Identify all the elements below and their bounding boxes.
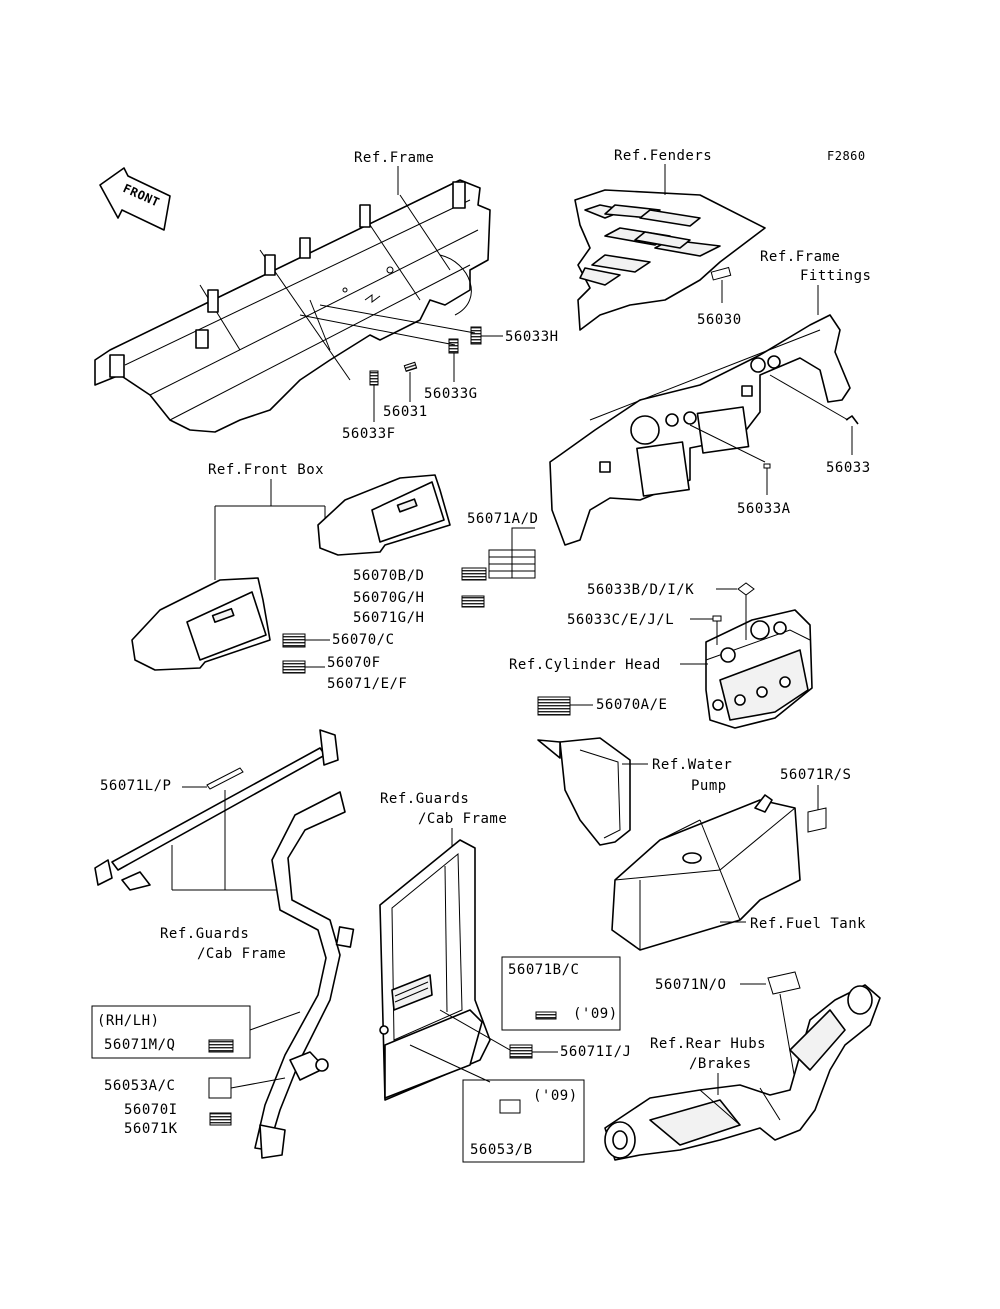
decal-56030 <box>710 266 732 281</box>
frame-assembly <box>94 179 491 433</box>
part-56070C: 56070/C <box>332 632 395 648</box>
part-56033F: 56033F <box>342 426 396 442</box>
ref-fuel-tank-label: Ref.Fuel Tank <box>750 916 866 932</box>
cab-frame-door <box>379 839 491 1101</box>
part-56071AD: 56071A/D <box>467 511 538 527</box>
ref-rear-hubs-label-1: Ref.Rear Hubs <box>650 1036 766 1052</box>
year-09-b: ('09) <box>533 1088 578 1104</box>
part-56071LP: 56071L/P <box>100 778 171 794</box>
rh-lh-box <box>91 1005 251 1059</box>
decal-56033CEJL <box>712 615 722 622</box>
part-56053AC: 56053A/C <box>104 1078 175 1094</box>
decal-56070AE <box>537 696 571 716</box>
decal-56071NO <box>767 971 801 995</box>
decal-56070F <box>282 660 306 674</box>
part-56030: 56030 <box>697 312 742 328</box>
part-56070F: 56070F <box>327 655 381 671</box>
box-56071BC <box>501 956 621 1031</box>
ref-water-pump-label-1: Ref.Water <box>652 757 732 773</box>
water-pump-guard <box>537 737 631 846</box>
part-56071MQ: 56071M/Q <box>104 1037 175 1053</box>
ref-frame-fittings-label-2: Fittings <box>800 268 871 284</box>
decal-56033F <box>369 370 379 386</box>
ref-frame-fittings-label-1: Ref.Frame <box>760 249 840 265</box>
ref-cylinder-head-label: Ref.Cylinder Head <box>509 657 661 673</box>
fuel-tank <box>611 794 801 951</box>
decal-56033-bracket <box>845 415 859 425</box>
front-arrow-icon: FRONT <box>99 167 171 231</box>
decal-56033A <box>763 463 771 469</box>
part-56071GH: 56071G/H <box>353 610 424 626</box>
ref-front-box-label: Ref.Front Box <box>208 462 324 478</box>
ref-rear-hubs-label-2: /Brakes <box>689 1056 752 1072</box>
ref-guards-mid-label-2: /Cab Frame <box>418 811 507 827</box>
part-56031: 56031 <box>383 404 428 420</box>
figure-code: F2860 <box>827 149 866 163</box>
rear-axle-assembly <box>604 984 881 1161</box>
ref-frame-label: Ref.Frame <box>354 150 434 166</box>
part-56033CEJL: 56033C/E/J/L <box>567 612 674 628</box>
front-box-lower <box>131 577 271 671</box>
part-56033H: 56033H <box>505 329 559 345</box>
decal-56033BDIK <box>737 582 755 596</box>
part-56070I: 56070I <box>124 1102 178 1118</box>
fender-panel <box>574 189 766 331</box>
front-box-upper <box>317 474 451 556</box>
decal-56033G <box>448 338 459 354</box>
ref-fenders-label: Ref.Fenders <box>614 148 712 164</box>
part-56071BC: 56071B/C <box>508 962 579 978</box>
decal-56070C <box>282 633 306 648</box>
decal-56070I <box>209 1112 232 1126</box>
part-56053B: 56053/B <box>470 1142 533 1158</box>
part-56033BDIK: 56033B/D/I/K <box>587 582 694 598</box>
cylinder-head <box>705 609 813 729</box>
part-56070BD: 56070B/D <box>353 568 424 584</box>
part-56033: 56033 <box>826 460 871 476</box>
decal-56070BD <box>461 567 487 581</box>
decal-56053AC <box>208 1077 232 1099</box>
part-56033A: 56033A <box>737 501 791 517</box>
decal-56031 <box>403 361 418 373</box>
part-56071IJ: 56071I/J <box>560 1044 631 1060</box>
decal-56033H <box>470 326 482 345</box>
ref-guards-left-label-2: /Cab Frame <box>197 946 286 962</box>
part-56071NO: 56071N/O <box>655 977 726 993</box>
guard-bar <box>94 729 339 891</box>
guard-tube <box>254 791 355 1159</box>
ref-water-pump-label-2: Pump <box>691 778 727 794</box>
year-09-a: ('09) <box>573 1006 618 1022</box>
box-56053B <box>462 1079 585 1163</box>
decal-56071IJ <box>509 1044 533 1059</box>
rh-lh-label: (RH/LH) <box>97 1013 160 1029</box>
part-56071EF: 56071/E/F <box>327 676 407 692</box>
decal-56070GH <box>461 595 485 608</box>
part-56033G: 56033G <box>424 386 478 402</box>
part-56070GH: 56070G/H <box>353 590 424 606</box>
part-56071RS: 56071R/S <box>780 767 851 783</box>
ref-guards-left-label-1: Ref.Guards <box>160 926 249 942</box>
part-56070AE: 56070A/E <box>596 697 667 713</box>
decal-56071BC <box>535 1011 557 1020</box>
part-56071K: 56071K <box>124 1121 178 1137</box>
ref-guards-mid-label-1: Ref.Guards <box>380 791 469 807</box>
decal-56071LP <box>206 767 244 790</box>
decal-56053B <box>499 1099 521 1114</box>
decal-56071MQ <box>208 1039 234 1053</box>
decal-56071RS <box>807 807 827 833</box>
